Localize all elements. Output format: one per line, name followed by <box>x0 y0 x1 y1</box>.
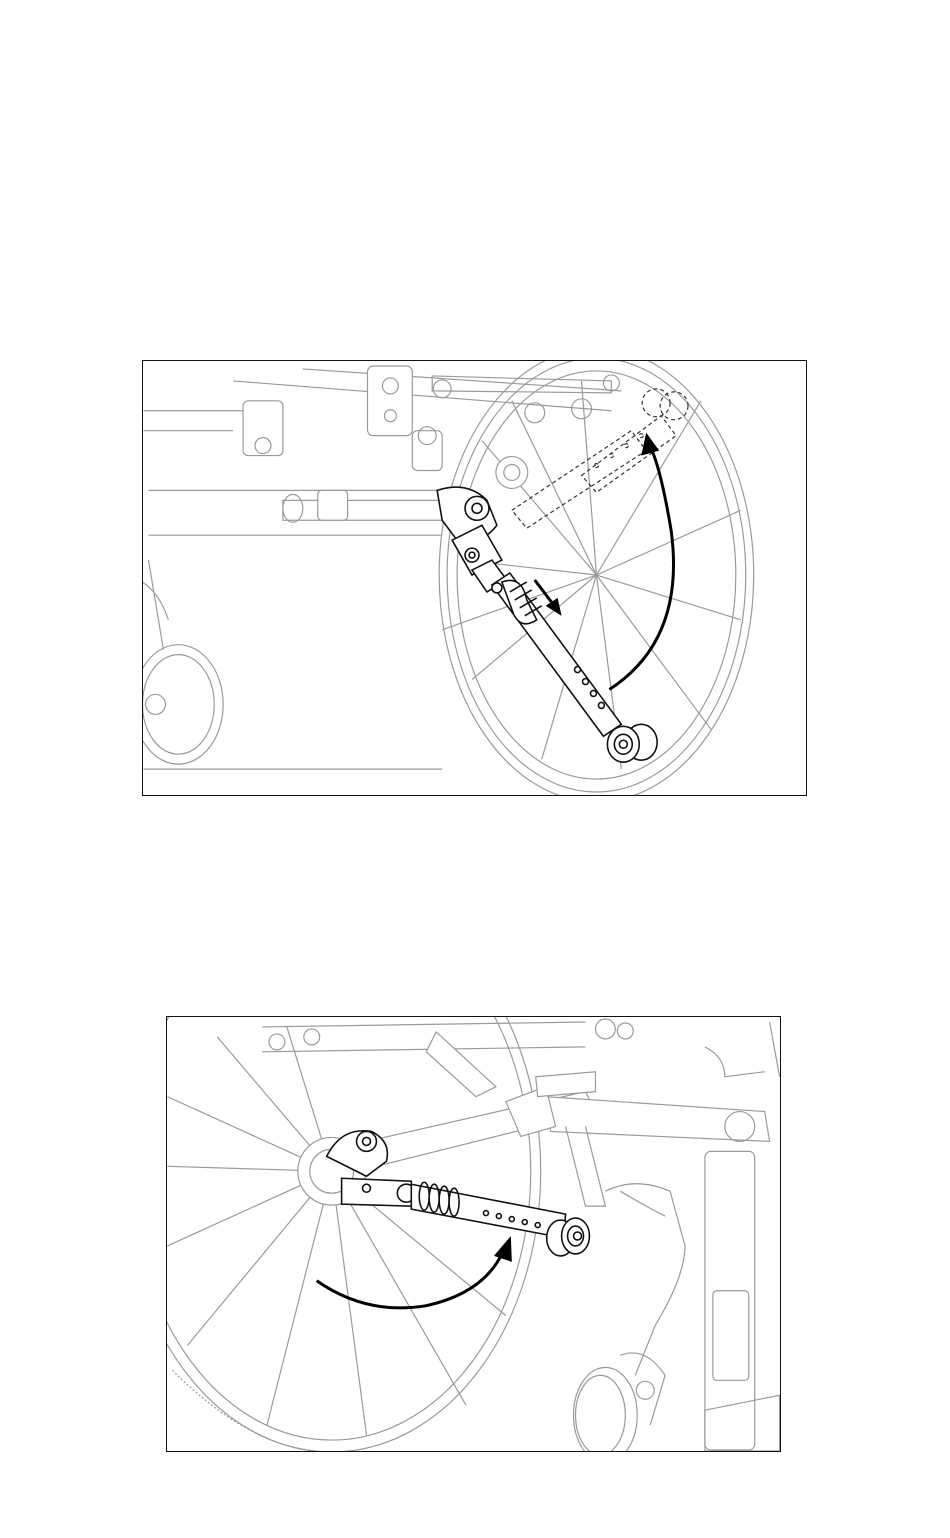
anti-tip-tube <box>411 1182 565 1238</box>
wheelchair-anti-tip-drawing-1 <box>143 361 806 795</box>
pull-out-arrow <box>535 580 562 616</box>
swing-up-arc-arrow <box>609 433 673 690</box>
wheelchair-anti-tip-drawing-2 <box>167 1017 780 1451</box>
anti-tip-tube <box>492 573 621 736</box>
front-caster <box>574 1353 666 1451</box>
front-caster <box>143 560 442 769</box>
chair-frame <box>144 366 622 535</box>
illustration-figure-1 <box>142 360 807 796</box>
illustration-figure-2 <box>166 1016 781 1452</box>
anti-tip-wheels <box>607 724 657 762</box>
anti-tip-wheels <box>547 1218 590 1256</box>
